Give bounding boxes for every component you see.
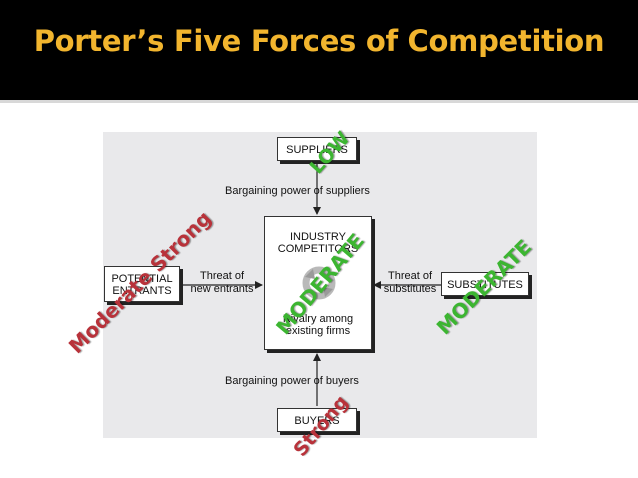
- industry-competitors-box: INDUSTRY COMPETITORS Rivalry among exist…: [264, 216, 372, 350]
- entrants-label-line2: ENTRANTS: [112, 285, 172, 297]
- threat-substitutes-line1: Threat of: [387, 270, 433, 282]
- industry-title-line1: INDUSTRY: [289, 231, 347, 243]
- bargaining-buyers-label: Bargaining power of buyers: [225, 375, 359, 387]
- substitutes-label: SUBSTITUTES: [447, 279, 523, 291]
- suppliers-label: SUPPLIERS: [286, 144, 348, 156]
- buyers-box: BUYERS: [277, 408, 357, 432]
- buyers-label: BUYERS: [294, 415, 340, 427]
- title-bar: [0, 0, 638, 100]
- threat-substitutes-label: Threat of substitutes: [378, 270, 442, 296]
- industry-foot-line1: Rivalry among: [282, 313, 354, 325]
- industry-title-line2: COMPETITORS: [277, 243, 359, 255]
- substitutes-box: SUBSTITUTES: [441, 272, 529, 296]
- threat-new-entrants-line1: Threat of: [199, 270, 245, 282]
- slide-title: Porter’s Five Forces of Competition: [33, 24, 605, 58]
- bargaining-suppliers-label: Bargaining power of suppliers: [225, 185, 370, 197]
- potential-entrants-box: POTENTIAL ENTRANTS: [104, 266, 180, 302]
- industry-foot-line2: existing firms: [285, 325, 351, 337]
- title-divider: [0, 100, 638, 103]
- suppliers-box: SUPPLIERS: [277, 137, 357, 161]
- circular-arrows-icon: [302, 266, 336, 300]
- threat-new-entrants-label: Threat of new entrants: [189, 270, 255, 296]
- threat-substitutes-line2: substitutes: [383, 283, 437, 295]
- threat-new-entrants-line2: new entrants: [190, 283, 254, 295]
- entrants-label-line1: POTENTIAL: [111, 273, 173, 285]
